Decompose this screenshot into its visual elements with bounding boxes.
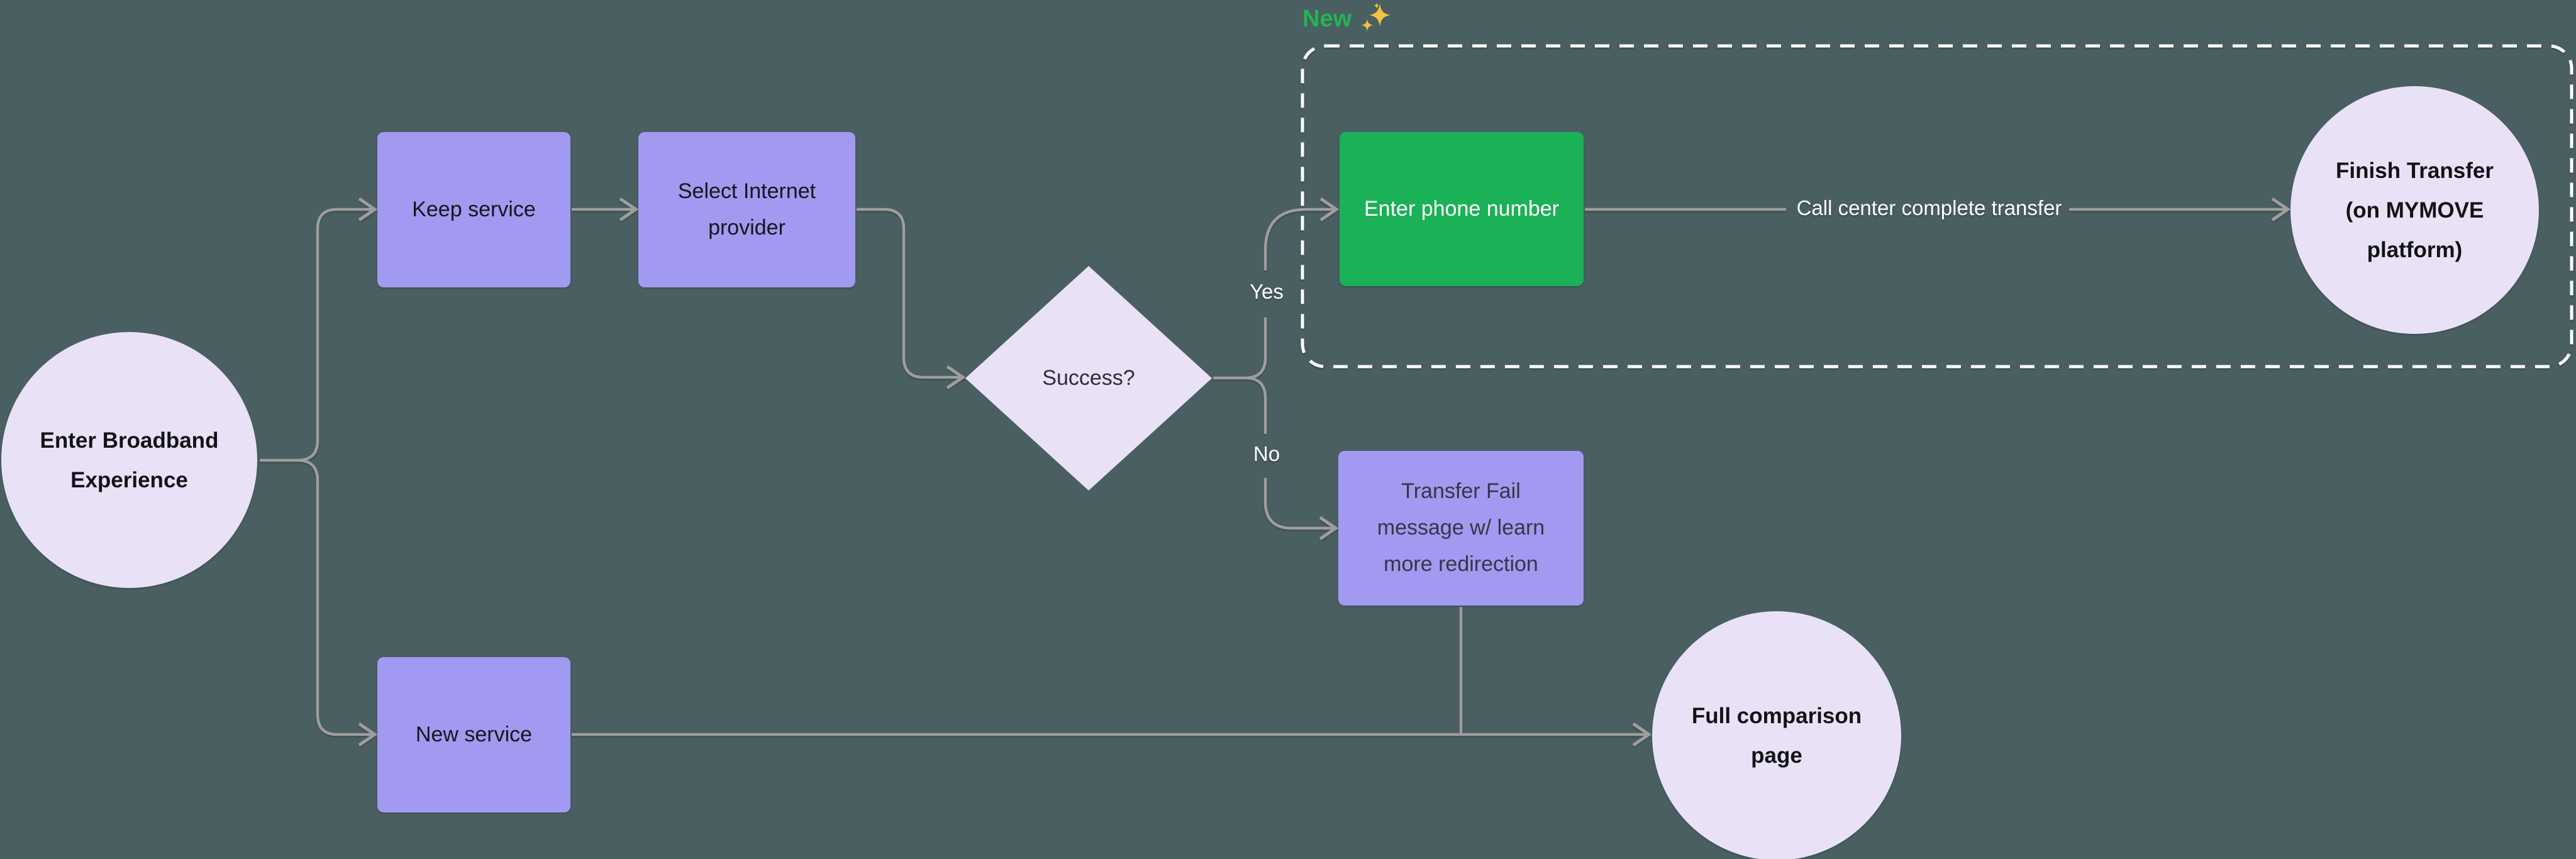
edge-success-no-2 bbox=[1263, 478, 1336, 528]
node-start-circle[interactable]: Enter Broadband Experience bbox=[1, 332, 257, 588]
node-transfer-fail-label: Transfer Fail message w/ learn more redi… bbox=[1377, 479, 1545, 576]
node-keep-service-label: Keep service bbox=[412, 197, 536, 221]
new-badge[interactable]: New bbox=[1302, 3, 1392, 35]
node-finish-transfer[interactable]: Finish Transfer (on MYMOVE platform) bbox=[2290, 86, 2539, 334]
edge-start-to-keep-service bbox=[260, 209, 375, 462]
node-select-provider[interactable]: Select Internet provider bbox=[638, 132, 855, 287]
edge-label-no[interactable]: No bbox=[1253, 442, 1280, 465]
node-new-service[interactable]: New service bbox=[377, 657, 570, 812]
node-finish-transfer-label: Finish Transfer (on MYMOVE platform) bbox=[2336, 158, 2494, 262]
node-enter-phone[interactable]: Enter phone number bbox=[1340, 132, 1584, 286]
node-transfer-fail[interactable]: Transfer Fail message w/ learn more redi… bbox=[1338, 451, 1584, 606]
edge-label-call-center[interactable]: Call center complete transfer bbox=[1796, 196, 2062, 219]
edge-success-yes-2 bbox=[1263, 209, 1336, 270]
edge-start-to-new-service bbox=[297, 458, 375, 734]
new-badge-label: New bbox=[1302, 5, 1352, 32]
node-select-provider-label: Select Internet provider bbox=[677, 179, 816, 240]
edge-label-yes[interactable]: Yes bbox=[1250, 280, 1284, 303]
edge-select-to-success bbox=[857, 208, 963, 377]
node-keep-service[interactable]: Keep service bbox=[377, 132, 570, 287]
node-enter-phone-label: Enter phone number bbox=[1364, 197, 1559, 221]
node-full-comparison[interactable]: Full comparison page bbox=[1652, 611, 1901, 859]
node-start-label: Enter Broadband Experience bbox=[40, 428, 219, 492]
node-new-service-label: New service bbox=[415, 722, 533, 746]
node-success-label: Success? bbox=[1042, 366, 1135, 390]
node-full-comparison-label: Full comparison page bbox=[1691, 704, 1862, 768]
sparkles-icon bbox=[1361, 3, 1391, 31]
edge-success-no-1 bbox=[1245, 376, 1267, 434]
edge-success-yes-1 bbox=[1213, 318, 1267, 380]
